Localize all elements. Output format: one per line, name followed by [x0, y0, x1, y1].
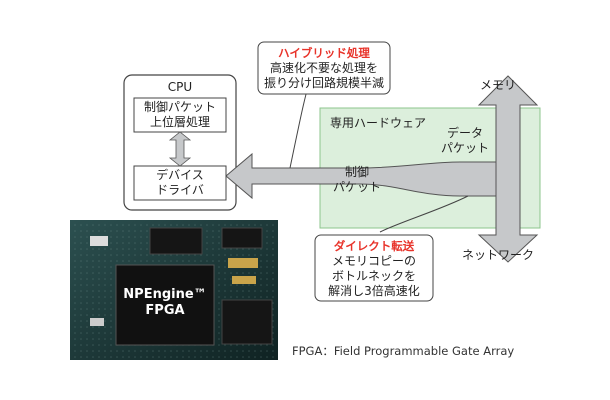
data-packet-line1: データ	[446, 126, 483, 140]
control-packet-label: 制御 パケット	[332, 165, 382, 195]
hybrid-callout: ハイブリッド処理 高速化不要な処理を 振り分け回路規模半減	[258, 46, 390, 91]
direct-callout-leader	[379, 195, 469, 233]
upper-layer-line1: 制御パケット	[143, 100, 216, 114]
fpga-chip-label: NPEngine™ FPGA	[116, 287, 214, 319]
control-packet-line1: 制御	[344, 165, 369, 179]
control-packet-line2: パケット	[332, 180, 381, 194]
upper-layer-line2: 上位層処理	[149, 115, 210, 129]
device-driver-label: デバイス ドライバ	[134, 168, 226, 198]
device-driver-line2: ドライバ	[156, 183, 204, 197]
fpga-chip-label-line1: NPEngine™	[123, 287, 207, 302]
direct-callout-line1: メモリコピーの	[331, 254, 416, 268]
direct-callout: ダイレクト転送 メモリコピーの ボトルネックを 解消し3倍高速化	[315, 239, 433, 299]
fpga-board-photo	[70, 220, 278, 360]
cpu-title: CPU	[167, 80, 193, 94]
cpu-internal-arrow	[168, 131, 192, 167]
hybrid-callout-line1: 高速化不要な処理を	[269, 61, 378, 75]
memory-label: メモリ	[480, 78, 517, 92]
dedicated-hardware-label: 専用ハードウェア	[330, 116, 427, 130]
hybrid-callout-box	[257, 41, 391, 95]
control-packet-arrow	[225, 152, 497, 200]
hybrid-callout-line2: 振り分け回路規模半減	[263, 76, 384, 90]
footnote: FPGA：Field Programmable Gate Array	[292, 344, 515, 358]
data-packet-line2: パケット	[440, 141, 489, 155]
upper-layer-label: 制御パケット 上位層処理	[134, 100, 226, 130]
fpga-chip	[115, 264, 215, 346]
device-driver-line1: デバイス	[156, 168, 204, 182]
direct-callout-title: ダイレクト転送	[333, 239, 415, 253]
network-label: ネットワーク	[462, 248, 535, 262]
memory-network-arrow	[477, 75, 539, 263]
hybrid-callout-title: ハイブリッド処理	[278, 46, 370, 60]
device-driver-box	[133, 165, 227, 201]
direct-callout-line3: 解消し3倍高速化	[328, 284, 420, 298]
data-packet-label: データ パケット	[440, 126, 490, 156]
fpga-chip-label-line2: FPGA	[145, 303, 185, 318]
direct-callout-line2: ボトルネックを	[331, 269, 416, 283]
direct-callout-box	[314, 234, 434, 302]
